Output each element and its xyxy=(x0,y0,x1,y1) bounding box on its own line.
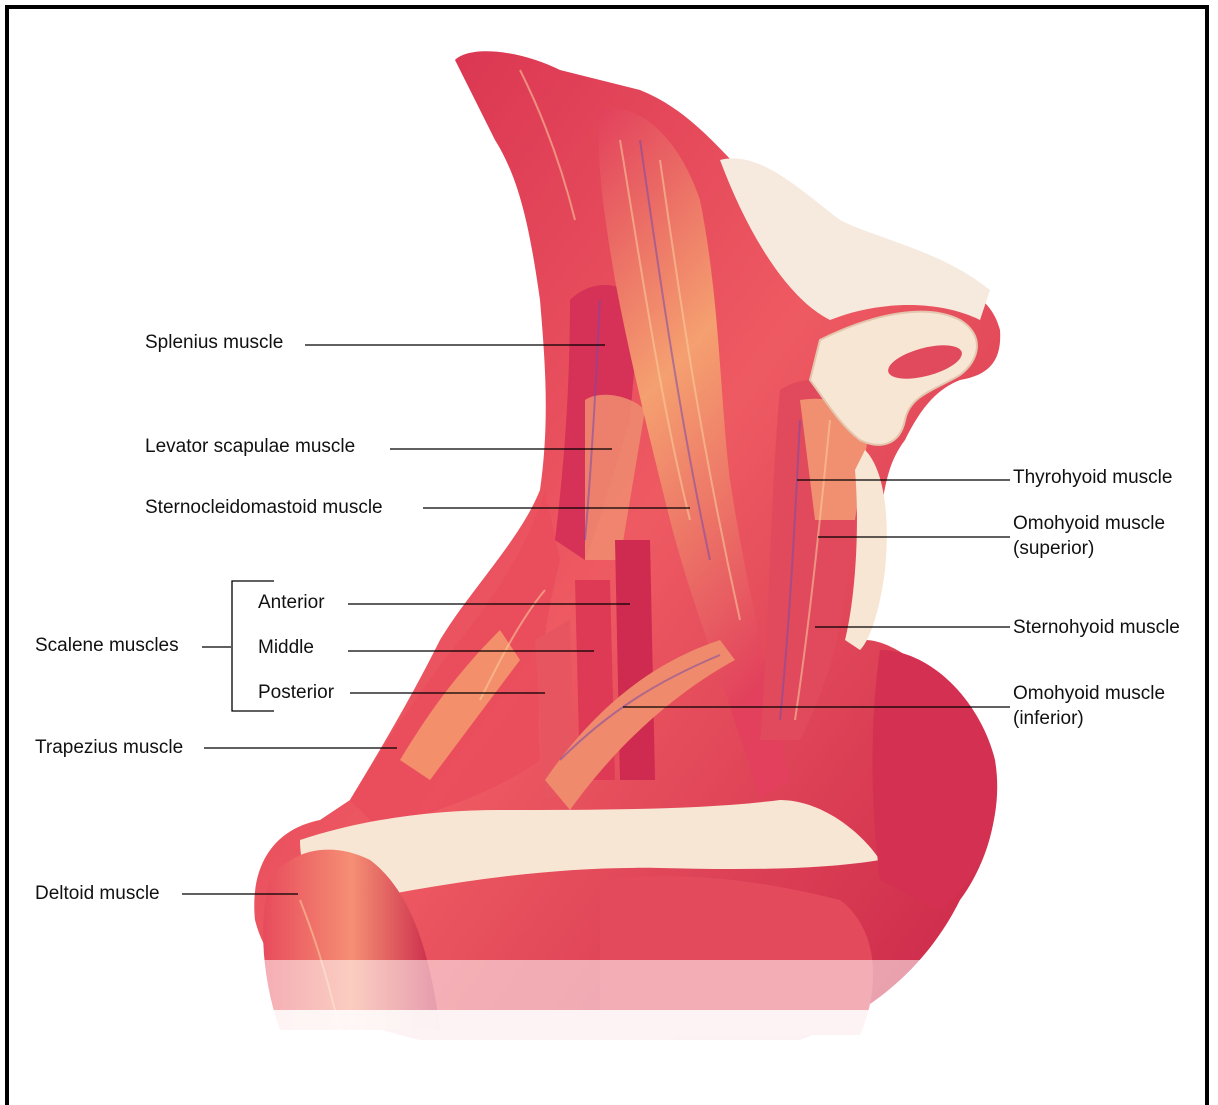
label-scalene-posterior: Posterior xyxy=(258,682,334,704)
label-scalene-group: Scalene muscles xyxy=(35,635,179,657)
label-deltoid: Deltoid muscle xyxy=(35,883,160,905)
label-trapezius: Trapezius muscle xyxy=(35,737,183,759)
shoulder-right-mass xyxy=(873,650,998,910)
label-omohyoid-inferior: Omohyoid muscle xyxy=(1013,683,1165,705)
label-omohyoid-inferior-sub: (inferior) xyxy=(1013,708,1084,730)
label-omohyoid-superior-sub: (superior) xyxy=(1013,538,1094,560)
label-sternohyoid: Sternohyoid muscle xyxy=(1013,617,1180,639)
label-omohyoid-superior: Omohyoid muscle xyxy=(1013,513,1165,535)
label-scalene-anterior: Anterior xyxy=(258,592,325,614)
label-levator-scapulae: Levator scapulae muscle xyxy=(145,436,355,458)
label-scalene-middle: Middle xyxy=(258,637,314,659)
label-sternocleidomastoid: Sternocleidomastoid muscle xyxy=(145,497,383,519)
label-splenius: Splenius muscle xyxy=(145,332,283,354)
label-thyrohyoid: Thyrohyoid muscle xyxy=(1013,467,1172,489)
